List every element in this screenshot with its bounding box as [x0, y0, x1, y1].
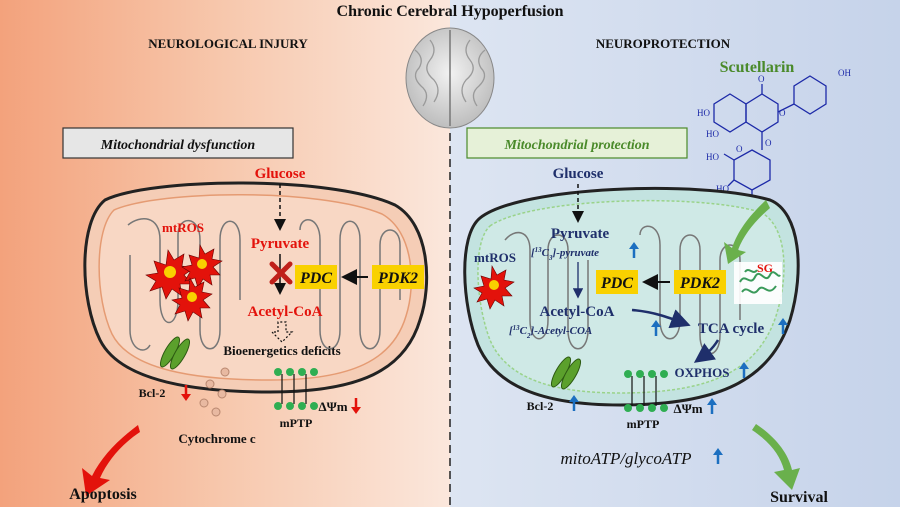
- right-tca-up-arrow-icon: [778, 318, 788, 334]
- right-bcl2: Bcl-2: [527, 399, 554, 413]
- right-acetyl: Acetyl-CoA: [540, 304, 615, 320]
- left-acetyl-arrow: [270, 321, 294, 343]
- left-psi: ΔΨm: [318, 399, 347, 414]
- mol-o2: O: [779, 108, 786, 118]
- sg-protein-icon: [734, 262, 782, 304]
- right-ratio-up-arrow-icon: [713, 448, 723, 464]
- mol-ho3: HO: [706, 152, 719, 162]
- right-outcome: Survival: [770, 489, 828, 506]
- left-pdk2: PDK2: [377, 270, 418, 287]
- right-mtros-label: mtROS: [474, 250, 516, 265]
- left-bcl2-icon: [159, 336, 191, 370]
- right-compound: Scutellarin: [720, 59, 795, 76]
- right-ratio: mitoATP/glycoATP: [561, 449, 692, 468]
- right-tca-oxphos-arrow: [693, 339, 720, 363]
- right-acetyl-up-arrow-icon: [651, 320, 661, 336]
- left-mtros-label: mtROS: [162, 220, 204, 235]
- right-mptp-icon: [624, 370, 668, 412]
- left-bioenergetics: Bioenergetics deficits: [223, 343, 340, 358]
- right-psi: ΔΨm: [673, 401, 702, 416]
- right-oxphos-up-arrow-icon: [739, 362, 749, 378]
- left-mptp-icon: [274, 368, 318, 410]
- left-pyruvate: Pyruvate: [251, 236, 310, 252]
- right-tca: TCA cycle: [698, 321, 765, 337]
- right-pyruvate-label: [13C3]-pyruvate: [531, 246, 599, 262]
- mol-oh-top: OH: [838, 68, 851, 78]
- right-sg: SG: [757, 261, 773, 275]
- cytochrome-c-dots-icon: [199, 367, 230, 417]
- mol-ho2: HO: [706, 129, 719, 139]
- mol-o3: O: [765, 138, 772, 148]
- mol-o: O: [758, 74, 765, 84]
- right-pyruvate: Pyruvate: [551, 226, 610, 242]
- right-pdk2-box: [674, 270, 726, 294]
- right-glucose: Glucose: [553, 166, 604, 182]
- left-psi-down-arrow-icon: [351, 398, 361, 414]
- right-pdc-box: [596, 270, 638, 294]
- left-box: [62, 127, 294, 159]
- left-mitochondrion: [83, 181, 429, 394]
- left-apoptosis-arrow: [82, 425, 140, 496]
- right-box-label: Mitochondrial protection: [503, 138, 649, 153]
- left-cytochrome: Cytochrome c: [178, 431, 256, 446]
- right-bcl2-up-arrow-icon: [569, 395, 579, 411]
- left-pdc: PDC: [299, 270, 332, 287]
- scutellarin-arrow: [724, 200, 770, 264]
- right-pyruvate-up-arrow-icon: [629, 242, 639, 258]
- block-x-icon: [269, 261, 293, 285]
- left-bcl2-down-arrow-icon: [181, 385, 191, 401]
- left-bcl2: Bcl-2: [139, 386, 166, 400]
- left-outcome: Apoptosis: [69, 486, 137, 503]
- right-acetyl-tca-arrow: [631, 308, 691, 329]
- right-survival-arrow: [752, 424, 800, 490]
- right-pdk2: PDK2: [679, 275, 720, 292]
- right-psi-up-arrow-icon: [707, 398, 717, 414]
- scutellarin-structure-icon: [713, 75, 827, 198]
- left-mptp: mPTP: [280, 416, 313, 430]
- right-bcl2-icon: [550, 356, 582, 390]
- left-mtros-burst-icon: [145, 243, 223, 322]
- title: Chronic Cerebral Hypoperfusion: [337, 3, 564, 20]
- right-oxphos: OXPHOS: [675, 365, 730, 380]
- left-acetyl: Acetyl-CoA: [248, 304, 323, 320]
- right-acetyl-label: [13C2]-Acetyl-COA: [509, 324, 592, 340]
- left-glucose: Glucose: [255, 166, 306, 182]
- left-pdc-box: [295, 265, 337, 289]
- mol-ho4: HO: [716, 184, 729, 194]
- right-pdc: PDC: [600, 275, 633, 292]
- left-box-label: Mitochondrial dysfunction: [100, 138, 256, 153]
- mol-o4: O: [736, 144, 743, 154]
- right-mptp: mPTP: [627, 417, 660, 431]
- left-pdk2-box: [372, 265, 424, 289]
- mol-ho1: HO: [697, 108, 710, 118]
- left-heading: NEUROLOGICAL INJURY: [148, 36, 308, 51]
- brain-icon: [405, 27, 495, 129]
- right-box: [466, 127, 688, 159]
- right-heading: NEUROPROTECTION: [596, 36, 731, 51]
- right-mtros-burst-icon: [473, 264, 515, 310]
